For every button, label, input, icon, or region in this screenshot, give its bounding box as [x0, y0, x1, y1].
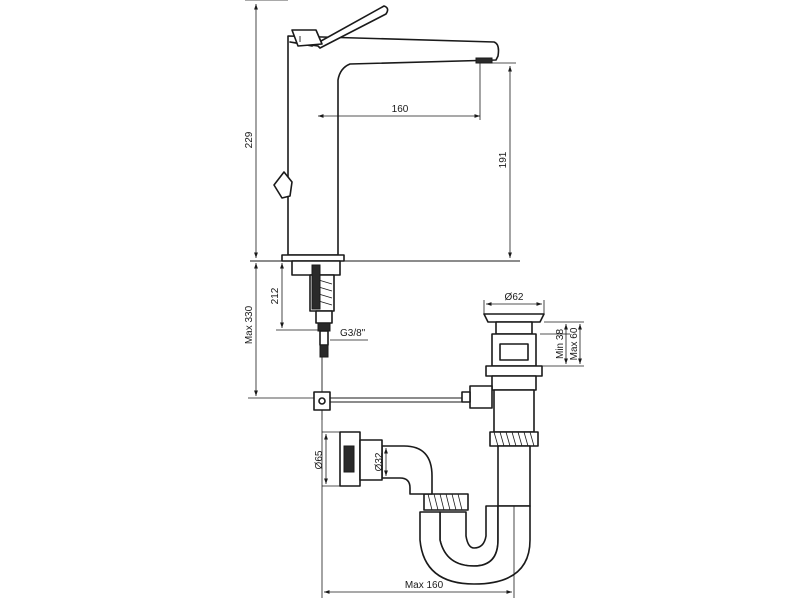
dim-pipe-32: Ø32 — [374, 452, 385, 471]
shank-assembly — [291, 260, 341, 420]
dim-spout-height-191: 191 — [498, 151, 509, 168]
dim-g38: G3/8" — [340, 328, 366, 339]
dim-max-160: Max 160 — [405, 580, 444, 591]
dim-spout-reach-160: 160 — [392, 104, 409, 115]
faucet-body — [273, 5, 500, 262]
dim-height-229: 229 — [244, 131, 255, 148]
dim-waste-cap-62: Ø62 — [505, 292, 524, 303]
dim-max-60: Max 60 — [569, 327, 580, 360]
dim-min-38: Min 38 — [555, 329, 566, 359]
dim-wall-flange-65: Ø65 — [314, 450, 325, 469]
dimension-lines — [245, 0, 584, 598]
pop-up-linkage — [330, 397, 480, 403]
dim-212: 212 — [270, 287, 281, 304]
pop-up-waste — [461, 313, 545, 507]
bottle-trap — [339, 431, 531, 585]
dim-max-330: Max 330 — [244, 305, 255, 344]
